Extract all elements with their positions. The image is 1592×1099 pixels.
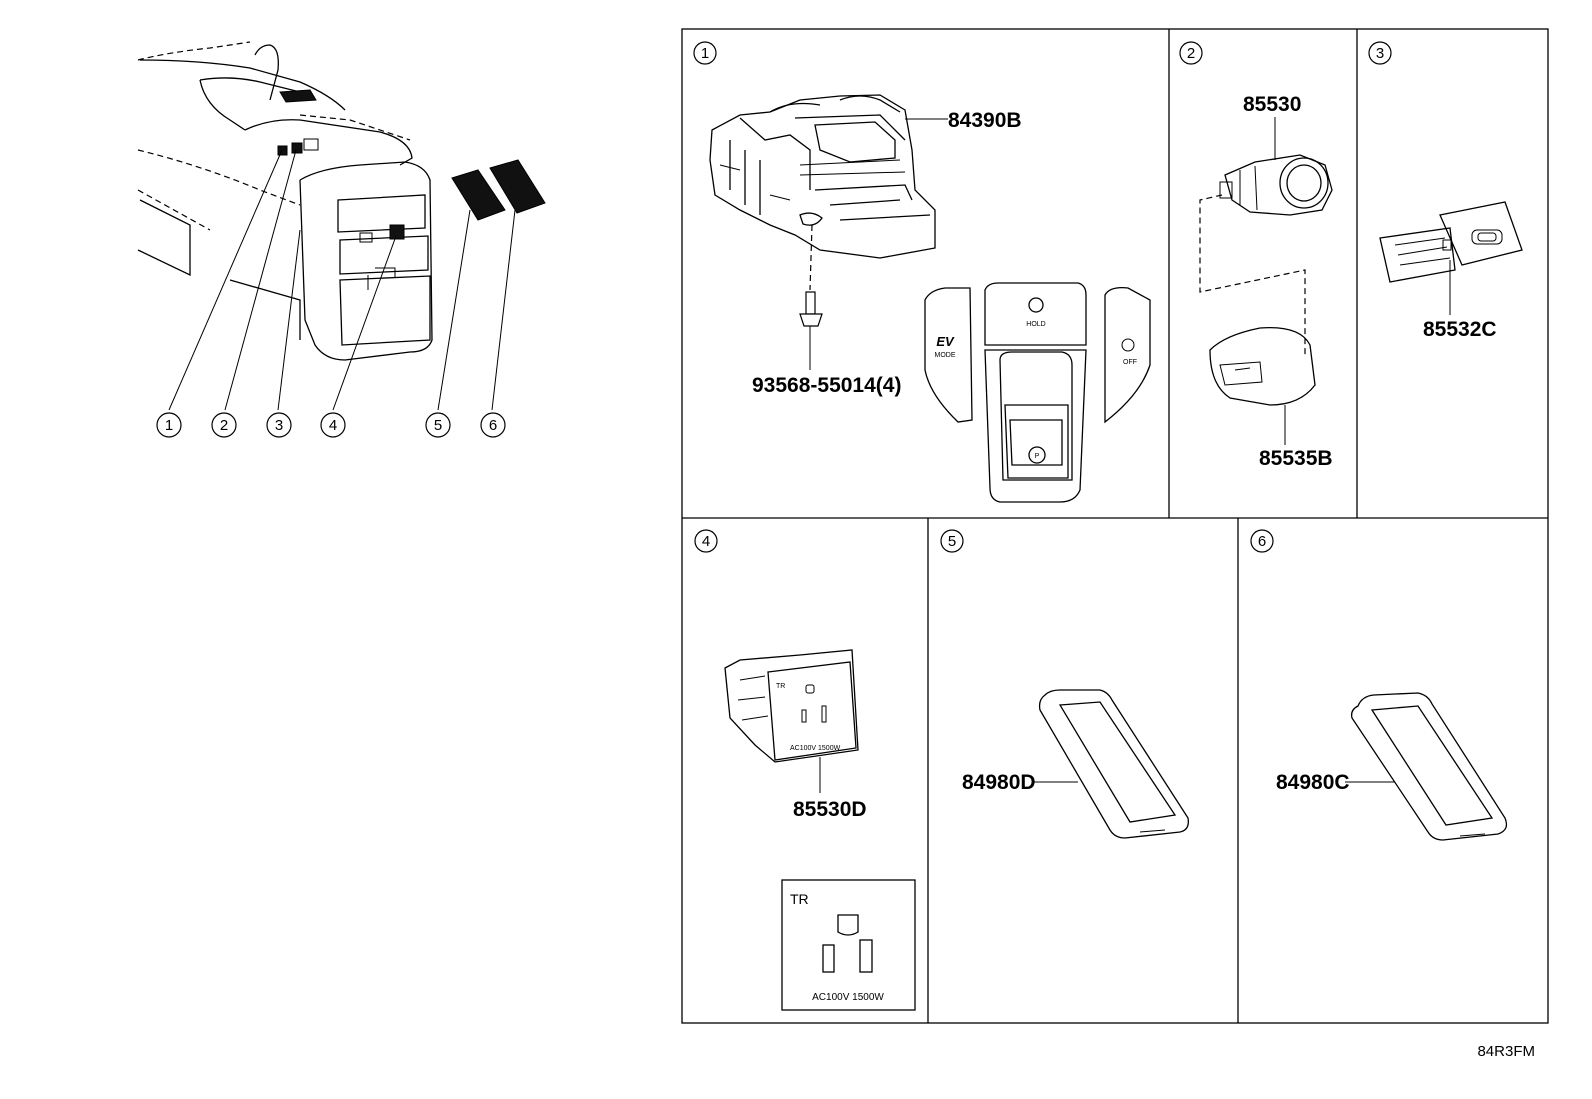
outlet-brand-label: TR: [790, 891, 809, 907]
panel-grid: [681, 28, 1549, 1024]
console-overview: 1 2 3 4 5 6: [137, 41, 546, 438]
svg-text:6: 6: [489, 417, 497, 434]
svg-text:5: 5: [434, 417, 442, 434]
part-85530: 85530: [1243, 93, 1301, 116]
panel-1-number: 1: [701, 45, 709, 62]
usb-85532C-drawing: [1379, 201, 1523, 283]
park-label: P: [1035, 453, 1040, 460]
overview-callout-4: 4: [320, 412, 346, 438]
cap-85535B-drawing: [1209, 326, 1316, 406]
outlet-85530D-drawing: TR AC100V 1500W: [724, 649, 859, 763]
ev-label: EV: [936, 334, 955, 349]
panel-3: 3 85532C: [1368, 41, 1523, 341]
panel-6: 6 84980C: [1250, 529, 1508, 841]
outlet-faceplate-detail: TR AC100V 1500W: [781, 879, 916, 1011]
svg-text:1: 1: [165, 417, 173, 434]
part-85535B: 85535B: [1259, 447, 1333, 470]
overview-callout-5: 5: [425, 412, 451, 438]
svg-text:4: 4: [329, 417, 337, 434]
mode-label: MODE: [935, 352, 956, 359]
off-label: OFF: [1123, 359, 1137, 366]
outlet-rating-label: AC100V 1500W: [812, 992, 884, 1003]
panel-1: 1 84390B 93568-55014(4): [693, 41, 1151, 503]
overview-callout-2: 2: [211, 412, 237, 438]
overview-callout-1: 1: [156, 412, 182, 438]
panel-5: 5 84980D: [940, 529, 1189, 839]
part-93568-55014: 93568-55014(4): [752, 374, 901, 397]
overview-callout-6: 6: [480, 412, 506, 438]
switch-assembly-drawing: [709, 94, 948, 259]
svg-text:3: 3: [275, 417, 283, 434]
overview-callout-3: 3: [266, 412, 292, 438]
diagram-code: 84R3FM: [1477, 1043, 1535, 1060]
panel-6-number: 6: [1258, 533, 1266, 550]
part-85532C: 85532C: [1423, 318, 1497, 341]
panel-3-number: 3: [1376, 45, 1384, 62]
panel-4: 4 TR AC100V 1500W 85530D TR AC100V 1500W: [694, 529, 916, 1011]
part-85530D: 85530D: [793, 798, 867, 821]
pad-84980C-drawing: [1350, 692, 1508, 841]
svg-text:2: 2: [220, 417, 228, 434]
panel-2: 2 85530 85535B: [1179, 41, 1333, 470]
panel-2-number: 2: [1187, 45, 1195, 62]
hold-label: HOLD: [1026, 321, 1045, 328]
part-84980D: 84980D: [962, 771, 1036, 794]
outlet-rating-small: AC100V 1500W: [790, 745, 841, 752]
part-84980C: 84980C: [1276, 771, 1350, 794]
part-84390B: 84390B: [948, 109, 1022, 132]
socket-85530-drawing: [1219, 154, 1333, 216]
switch-face-drawing: HOLD P EV MODE OFF: [924, 282, 1151, 503]
panel-4-number: 4: [702, 533, 710, 550]
pad-84980D-drawing: [1038, 689, 1189, 839]
screw-drawing: [799, 224, 823, 370]
panel-5-number: 5: [948, 533, 956, 550]
outlet-brand-small: TR: [776, 683, 785, 690]
